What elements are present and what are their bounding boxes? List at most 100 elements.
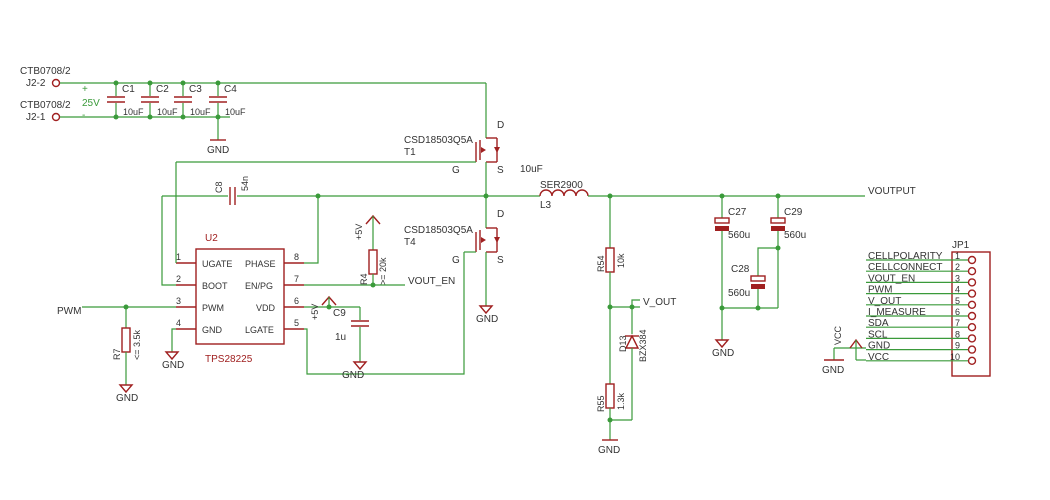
pin-en-pg: EN/PG bbox=[245, 281, 273, 291]
svg-text:GND: GND bbox=[476, 314, 498, 325]
jp1-pin-7-number: 7 bbox=[955, 318, 960, 328]
c2-value: 10uF bbox=[157, 107, 178, 117]
t1-source: S bbox=[497, 165, 504, 176]
t4-ref: T4 bbox=[404, 237, 416, 248]
svg-text:5: 5 bbox=[294, 318, 299, 328]
gnd-symbol-header: GND bbox=[822, 347, 866, 376]
jp1-pin-5-net: V_OUT bbox=[868, 296, 901, 307]
c2-ref: C2 bbox=[156, 84, 169, 95]
c9-supply: +5V bbox=[310, 304, 320, 320]
jp1-pin-2-net: CELLCONNECT bbox=[868, 262, 942, 273]
svg-text:GND: GND bbox=[342, 370, 364, 381]
svg-text:GND: GND bbox=[162, 360, 184, 371]
vcc-label: VCC bbox=[833, 325, 843, 345]
r55-value: 1.3k bbox=[616, 392, 626, 410]
r54-ref: R54 bbox=[596, 255, 606, 272]
jp1-pin-8-number: 8 bbox=[955, 329, 960, 339]
resistor-r4: +5V R4 >= 20k bbox=[354, 214, 388, 285]
c1-value: 10uF bbox=[123, 107, 144, 117]
c29-ref: C29 bbox=[784, 207, 803, 218]
gnd-symbol-input: GND bbox=[207, 139, 229, 156]
vout-en-net-label: VOUT_EN bbox=[408, 276, 455, 287]
r7-ref: R7 bbox=[112, 348, 122, 360]
jp1-pin-5-pad bbox=[967, 300, 977, 309]
l3-part: SER2900 bbox=[540, 180, 583, 191]
cap-c29: C29 560u bbox=[770, 196, 806, 308]
voutput-net-label: VOUTPUT bbox=[868, 186, 916, 197]
connector-j2-2: CTB0708/2 J2-2 bbox=[20, 66, 71, 89]
jp1-pin-9-number: 9 bbox=[955, 341, 960, 351]
cap-c4: C4 10uF bbox=[209, 80, 246, 120]
jp1-pin-9-net: GND bbox=[868, 341, 890, 352]
c27-ref: C27 bbox=[728, 207, 747, 218]
t1-part: CSD18503Q5A bbox=[404, 135, 473, 146]
gnd-symbol-r7: GND bbox=[116, 384, 138, 404]
jp1-pin-2-number: 2 bbox=[955, 262, 960, 272]
jp1-pin-8-net: SCL bbox=[868, 329, 888, 340]
j2-1-part-label: CTB0708/2 bbox=[20, 100, 71, 111]
r7-value: <= 3.5k bbox=[132, 329, 142, 360]
voltage-label: 25V bbox=[82, 98, 100, 109]
l3-above-value: 10uF bbox=[520, 164, 543, 175]
cap-c27: C27 560u bbox=[714, 196, 750, 340]
lgate-wire bbox=[304, 252, 465, 375]
j2-2-pin-label: J2-2 bbox=[26, 78, 46, 89]
svg-text:6: 6 bbox=[294, 296, 299, 306]
gnd-symbol-t4: GND bbox=[476, 305, 498, 325]
pin-boot: BOOT bbox=[202, 281, 228, 291]
inductor-l3: 10uF SER2900 L3 bbox=[520, 164, 589, 211]
jp1-pin-1-number: 1 bbox=[955, 251, 960, 261]
c9-ref: C9 bbox=[333, 308, 346, 319]
jp1-pin-3-net: VOUT_EN bbox=[868, 273, 915, 284]
jp1-ref: JP1 bbox=[952, 240, 970, 251]
jp1-pin-4-number: 4 bbox=[955, 285, 960, 295]
l3-ref: L3 bbox=[540, 200, 552, 211]
gnd-symbol-divider: GND bbox=[598, 439, 620, 456]
jp1-pin-4-pad bbox=[967, 289, 977, 298]
svg-text:GND: GND bbox=[116, 393, 138, 404]
svg-text:GND: GND bbox=[712, 348, 734, 359]
j2-1-terminal bbox=[51, 112, 61, 122]
t1-ref: T1 bbox=[404, 147, 416, 158]
cap-c8: C8 54n bbox=[214, 176, 250, 205]
cap-c9: +5V C9 1u bbox=[310, 295, 369, 362]
jp1-pin-8-pad bbox=[967, 334, 977, 343]
r4-ref: R4 bbox=[359, 273, 369, 285]
jp1-pin-7-net: SDA bbox=[868, 318, 889, 329]
cap-c28: C28 560u bbox=[728, 264, 766, 308]
t1-drain: D bbox=[497, 120, 504, 131]
j2-2-terminal bbox=[51, 78, 61, 88]
svg-text:7: 7 bbox=[294, 274, 299, 284]
pwm-net-label: PWM bbox=[57, 306, 81, 317]
u2-ref: U2 bbox=[205, 233, 218, 244]
cap-c2: C2 10uF bbox=[141, 80, 178, 120]
plus-sign: + bbox=[82, 84, 88, 95]
j2-2-part-label: CTB0708/2 bbox=[20, 66, 71, 77]
svg-text:4: 4 bbox=[176, 318, 181, 328]
resistor-r54: R54 10k bbox=[596, 247, 626, 273]
boot-net-wire bbox=[161, 196, 176, 286]
svg-text:3: 3 bbox=[176, 296, 181, 306]
r54-value: 10k bbox=[616, 253, 626, 268]
d13-ref: D13 bbox=[618, 335, 628, 352]
svg-text:GND: GND bbox=[207, 145, 229, 156]
resistor-r55: R55 1.3k bbox=[596, 383, 626, 412]
j2-1-pin-label: J2-1 bbox=[26, 112, 46, 123]
c27-value: 560u bbox=[728, 230, 750, 241]
gnd-symbol-c9: GND bbox=[342, 361, 368, 381]
jp1-pin-6-pad bbox=[967, 311, 977, 321]
r4-supply: +5V bbox=[354, 224, 364, 240]
jp1-pin-10-net: VCC bbox=[868, 352, 889, 363]
c29-value: 560u bbox=[784, 230, 806, 241]
c8-ref: C8 bbox=[214, 181, 224, 193]
jp1-pin-7-pad bbox=[967, 323, 977, 332]
resistor-r7: R7 <= 3.5k bbox=[112, 307, 142, 385]
mosfet-t1: CSD18503Q5A T1 D S G bbox=[176, 83, 504, 196]
connector-j2-1: CTB0708/2 J2-1 bbox=[20, 100, 71, 123]
minus-sign: - bbox=[82, 110, 85, 121]
c8-value: 54n bbox=[240, 176, 250, 191]
c28-value: 560u bbox=[728, 288, 750, 299]
jp1-pin-9-pad bbox=[967, 345, 977, 354]
c4-ref: C4 bbox=[224, 84, 237, 95]
